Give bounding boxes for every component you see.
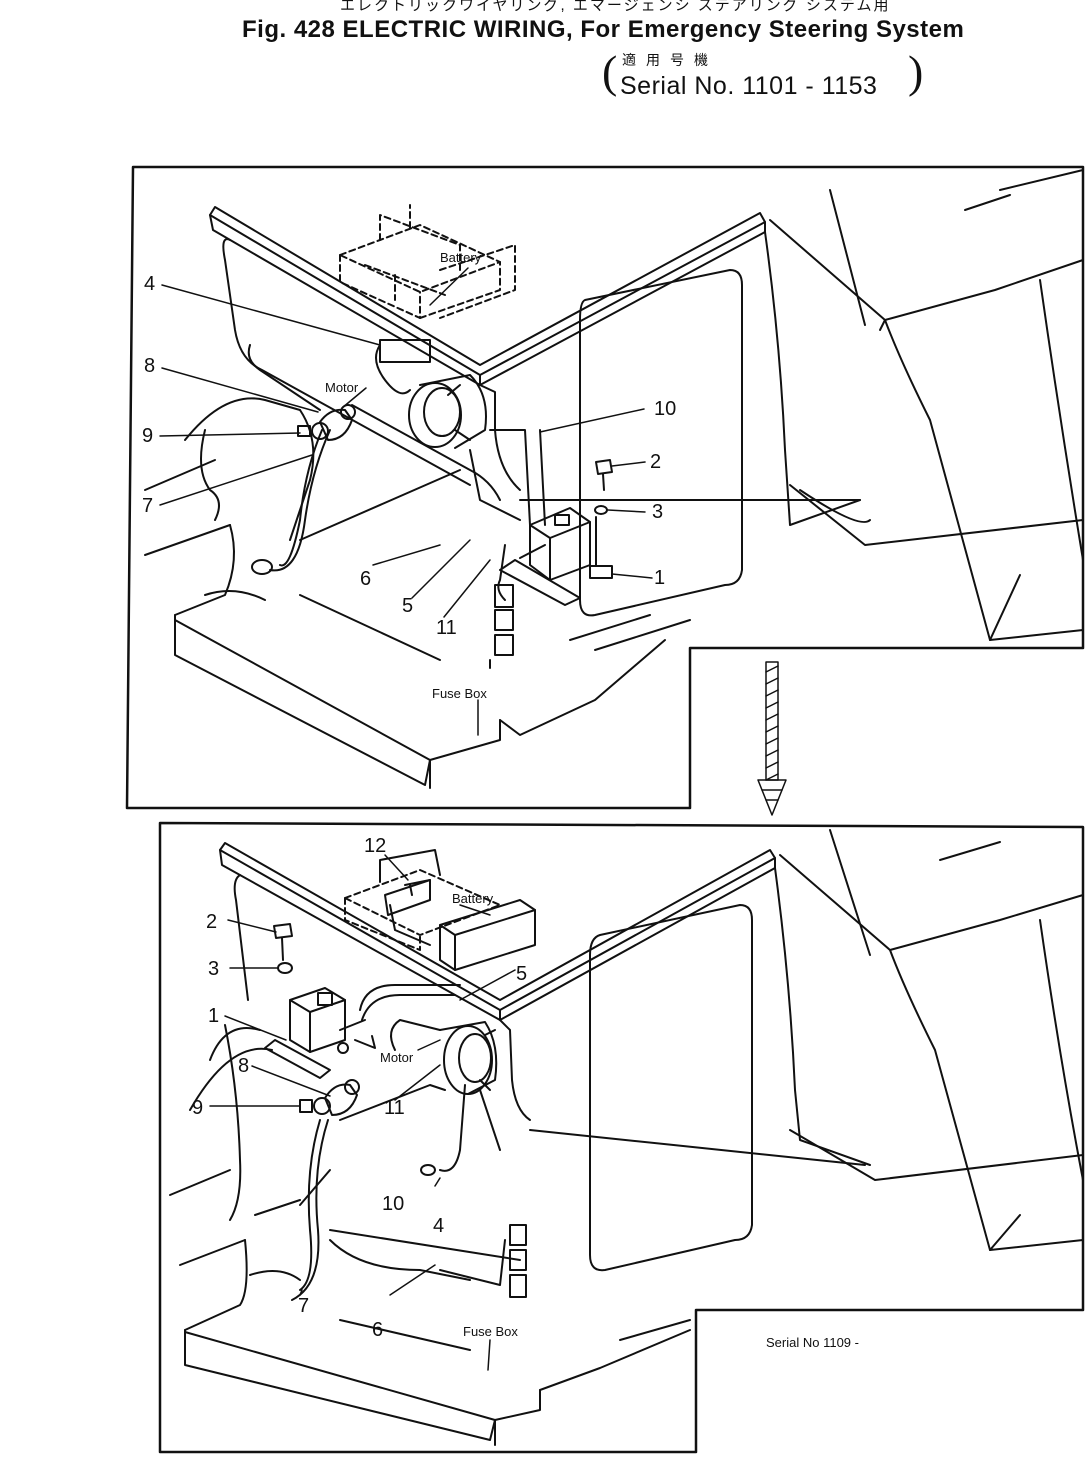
serial-japanese: 適用号機 [622, 52, 718, 68]
upper-callout-7: 7 [142, 495, 153, 517]
lower-callout-4: 4 [433, 1215, 444, 1237]
lower-relay [264, 987, 366, 1079]
upper-motor [375, 339, 487, 449]
upper-callout-5: 5 [402, 595, 413, 617]
upper-hardware [589, 459, 613, 579]
lower-serial-note: Serial No 1109 - [766, 1335, 859, 1350]
upper-callout-9: 9 [142, 425, 153, 447]
lower-callout-6: 6 [372, 1319, 383, 1341]
upper-callout-11: 11 [436, 617, 457, 639]
lower-battery-label: Battery [452, 891, 494, 906]
lower-connector [299, 1079, 360, 1116]
upper-callout-2: 2 [650, 451, 661, 473]
lower-motor-label: Motor [380, 1050, 414, 1065]
lower-hardware [273, 923, 293, 974]
lower-callout-12: 12 [364, 835, 386, 857]
lower-motor [390, 1019, 498, 1095]
lower-fuse-box-label: Fuse Box [463, 1324, 518, 1339]
lower-leaders [209, 854, 516, 1371]
lower-battery [344, 849, 536, 971]
upper-harness [251, 404, 546, 669]
bracket-right: ) [908, 46, 924, 97]
upper-motor-label: Motor [325, 380, 359, 395]
lower-callout-8: 8 [238, 1055, 249, 1077]
lower-callout-11: 11 [384, 1097, 405, 1119]
lower-callout-5: 5 [516, 963, 527, 985]
lower-callout-1: 1 [208, 1005, 219, 1027]
lower-frame [158, 821, 1085, 1454]
upper-callout-3: 3 [652, 501, 663, 523]
upper-battery [339, 204, 516, 319]
lower-callout-3: 3 [208, 958, 219, 980]
title-japanese: エレクトリックワイヤリング, エマージェンシ ステアリング システム用 [340, 0, 891, 14]
bracket-left: ( [602, 46, 618, 97]
lower-callout-7: 7 [298, 1295, 309, 1317]
figure-title: Fig. 428 ELECTRIC WIRING, For Emergency … [242, 16, 965, 43]
upper-callout-4: 4 [144, 273, 155, 295]
transition-arrow [757, 661, 787, 816]
lower-callout-2: 2 [206, 911, 217, 933]
upper-machine-body [144, 169, 1084, 789]
lower-harness [254, 984, 527, 1301]
upper-callout-1: 1 [654, 567, 665, 589]
upper-frame [125, 165, 1085, 810]
lower-bracket-12 [384, 879, 431, 916]
upper-connector [297, 404, 356, 441]
upper-callout-6: 6 [360, 568, 371, 590]
upper-battery-label: Battery [440, 250, 482, 265]
lower-callout-10: 10 [382, 1193, 404, 1215]
upper-callout-10: 10 [654, 398, 676, 420]
upper-view: Battery Motor Fuse Box 4 8 9 7 6 5 11 10… [125, 165, 1085, 810]
lower-view: Battery Motor Fuse Box Serial No 1109 - … [158, 821, 1085, 1454]
upper-callout-8: 8 [144, 355, 155, 377]
upper-leaders [159, 267, 653, 736]
lower-machine-body [169, 829, 1084, 1446]
lower-callout-9: 9 [192, 1097, 203, 1119]
upper-fuse-box-label: Fuse Box [432, 686, 487, 701]
serial-range: Serial No. 1101 - 1153 [620, 72, 878, 100]
